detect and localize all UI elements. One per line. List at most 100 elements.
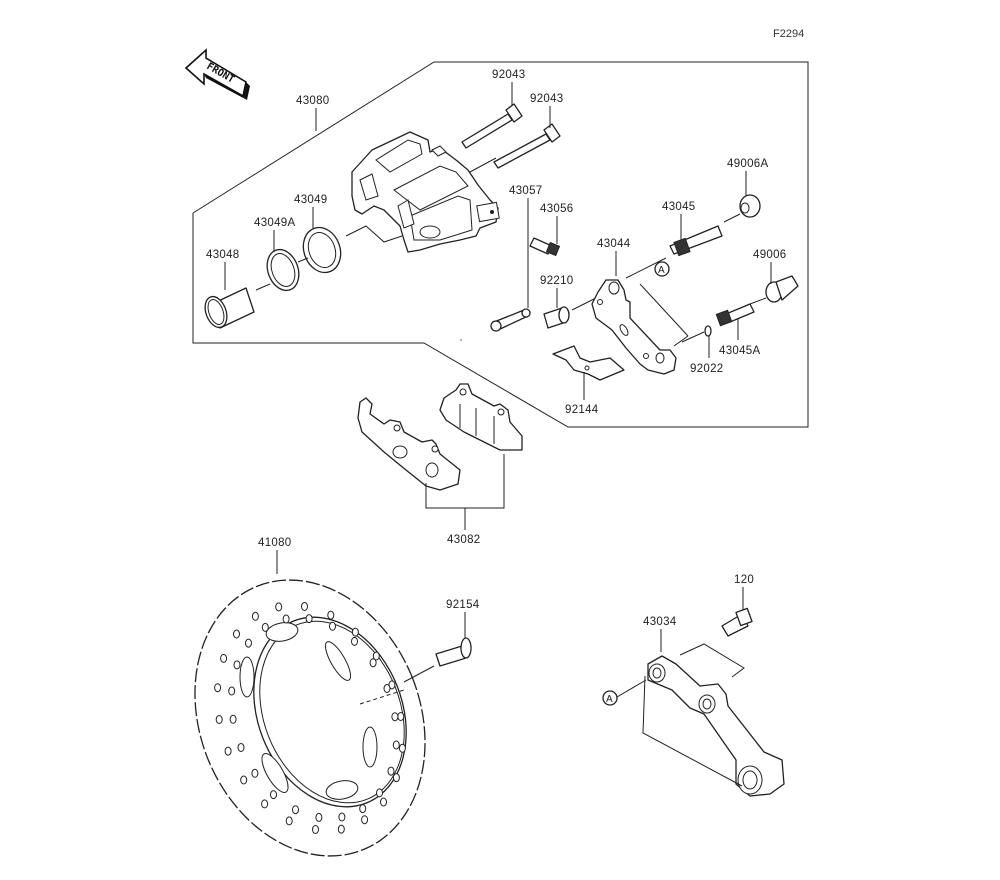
svg-text:43048: 43048: [206, 249, 239, 261]
label-43044[interactable]: 43044: [597, 238, 631, 276]
svg-text:92154: 92154: [446, 599, 480, 611]
disc-hole: [220, 653, 228, 663]
disc-hole: [351, 627, 359, 637]
label-43082[interactable]: 43082: [425, 454, 505, 546]
label-43080[interactable]: 43080: [296, 95, 329, 131]
label-43049A[interactable]: 43049A: [254, 217, 295, 252]
disc-hole: [361, 815, 369, 825]
label-43045[interactable]: 43045: [662, 201, 695, 240]
pad-spring[interactable]: [552, 345, 625, 381]
disc-hole: [214, 683, 222, 693]
leader-line: [359, 689, 405, 705]
disc-hole: [228, 686, 236, 696]
boot-lower[interactable]: [765, 275, 799, 303]
svg-text:92144: 92144: [565, 404, 599, 416]
caliper-body[interactable]: [351, 131, 500, 253]
disc-hole: [224, 746, 232, 756]
disc-hole: [240, 775, 248, 785]
disc-hole: [233, 660, 241, 670]
label-43049[interactable]: 43049: [294, 194, 327, 228]
label-43056[interactable]: 43056: [540, 203, 573, 244]
svg-text:43049: 43049: [294, 194, 327, 206]
disc-hole: [282, 614, 290, 624]
disc-hole: [251, 611, 259, 621]
svg-text:120: 120: [734, 574, 754, 586]
label-92144[interactable]: 92144: [565, 372, 599, 416]
disc-hole: [372, 651, 380, 661]
disc-bolt[interactable]: [435, 637, 472, 667]
disc-hole: [351, 636, 358, 646]
caliper-assembly-outline: [192, 61, 809, 428]
svg-text:A: A: [606, 694, 613, 705]
leader-line: [749, 297, 767, 305]
disc-hole: [329, 621, 336, 631]
caliper-bracket[interactable]: [591, 279, 677, 375]
disc-hole: [338, 812, 346, 822]
leader-line: [297, 257, 309, 263]
disc-hole: [315, 812, 323, 822]
label-120[interactable]: 120: [734, 574, 754, 610]
boot-upper[interactable]: [739, 194, 761, 218]
svg-text:41080: 41080: [258, 537, 291, 549]
disc-hole: [391, 712, 399, 722]
svg-text:92022: 92022: [690, 363, 723, 375]
label-41080[interactable]: 41080: [258, 537, 291, 574]
leader-line: [681, 331, 705, 343]
svg-text:43082: 43082: [447, 534, 480, 546]
piston[interactable]: [201, 287, 255, 330]
washer[interactable]: [704, 325, 712, 337]
nut[interactable]: [543, 306, 570, 329]
svg-text:43056: 43056: [540, 203, 573, 215]
brake-pad-right[interactable]: [439, 383, 523, 451]
disc-hole: [398, 743, 406, 753]
pin-lower[interactable]: [469, 123, 561, 173]
reference-marker-a-top: A: [654, 261, 670, 277]
slide-pin[interactable]: [669, 225, 723, 257]
label-43034[interactable]: 43034: [643, 616, 677, 652]
label-92043-lower[interactable]: 92043: [530, 93, 563, 128]
disc-hole: [359, 804, 367, 814]
disc-hole: [369, 658, 377, 668]
disc-hole: [305, 614, 313, 624]
brake-disc[interactable]: [155, 545, 465, 880]
disc-hole: [301, 602, 308, 611]
svg-text:43045: 43045: [662, 201, 695, 213]
dust-seal[interactable]: [262, 245, 305, 295]
piston-seal[interactable]: [297, 222, 347, 278]
disc-hole: [261, 622, 269, 632]
brake-pad-left[interactable]: [357, 397, 461, 491]
label-92154[interactable]: 92154: [446, 599, 480, 638]
label-92022[interactable]: 92022: [690, 336, 723, 375]
label-43048[interactable]: 43048: [206, 249, 239, 290]
svg-text:43057: 43057: [509, 185, 542, 197]
bleeder-valve[interactable]: [529, 237, 561, 257]
front-arrow-icon: FRONT: [184, 48, 250, 100]
svg-text:43044: 43044: [597, 238, 631, 250]
disc-hole: [261, 799, 269, 809]
label-49006A[interactable]: 49006A: [727, 158, 768, 196]
leader-line: [723, 213, 741, 223]
label-92210[interactable]: 92210: [540, 275, 573, 308]
disc-hole: [237, 743, 245, 752]
disc-hole: [312, 825, 319, 834]
disc-hole: [215, 715, 223, 724]
disc-hole: [245, 638, 252, 648]
slide-pin-lower[interactable]: [715, 303, 755, 327]
diagram-code: F2294: [773, 28, 804, 40]
pin-upper[interactable]: [461, 103, 523, 149]
svg-text:43080: 43080: [296, 95, 329, 107]
label-49006[interactable]: 49006: [753, 249, 786, 284]
disc-hole: [233, 629, 240, 639]
disc-hole: [383, 684, 391, 693]
leader-line: [673, 335, 689, 347]
bolt[interactable]: [721, 607, 753, 637]
svg-text:49006: 49006: [753, 249, 786, 261]
label-92043-upper[interactable]: 92043: [492, 69, 525, 106]
svg-text:43049A: 43049A: [254, 217, 295, 229]
label-43045A[interactable]: 43045A: [719, 318, 760, 357]
disc-hole: [285, 816, 293, 826]
bleeder-cap[interactable]: [490, 308, 531, 332]
torque-link[interactable]: [647, 655, 785, 797]
label-43057[interactable]: 43057: [509, 185, 542, 308]
disc-hole: [397, 712, 405, 721]
